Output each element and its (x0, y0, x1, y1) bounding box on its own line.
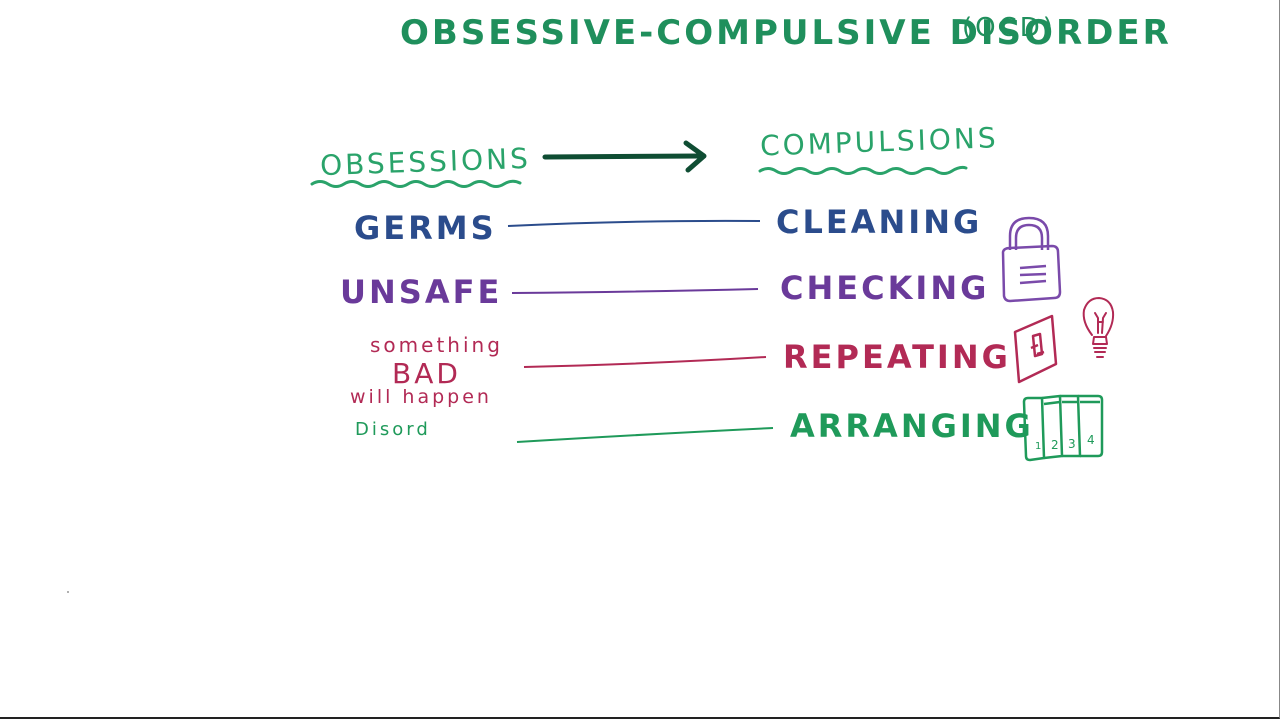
connector-line-disord (516, 427, 774, 443)
arrow-right-icon (542, 140, 707, 173)
light-switch-icon (1013, 314, 1058, 384)
obsession-germs: GERMS (354, 209, 497, 247)
compulsions-underline (758, 165, 968, 175)
file-folders-icon (1022, 394, 1104, 462)
connector-line-germs (507, 219, 761, 227)
obsession-disord: Disord (355, 419, 431, 440)
connector-line-unsafe (511, 288, 759, 294)
obsession-bad: BAD (392, 357, 461, 390)
obsession-unsafe: UNSAFE (340, 273, 502, 311)
light-bulb-icon (1082, 297, 1115, 358)
speck (67, 591, 69, 593)
folder-label-2: 2 (1051, 438, 1059, 452)
compulsions-header: COMPULSIONS (760, 121, 1000, 162)
obsessions-underline (310, 179, 522, 188)
compulsion-repeating: REPEATING (783, 338, 1011, 376)
obsession-something: something (370, 333, 503, 357)
folder-label-4: 4 (1087, 433, 1095, 447)
obsession-will-happen: will happen (350, 386, 492, 408)
compulsion-arranging: ARRANGING (790, 407, 1034, 445)
obsessions-header: OBSESSIONS (320, 142, 532, 182)
diagram-title: OBSESSIVE-COMPULSIVE DISORDER (400, 13, 1172, 53)
folder-label-3: 3 (1068, 437, 1076, 451)
compulsion-checking: CHECKING (780, 269, 989, 307)
padlock-icon (1001, 216, 1062, 303)
diagram-title-abbr: (OCD) (962, 13, 1056, 43)
folder-label-1: 1 (1035, 441, 1041, 452)
connector-line-bad (523, 356, 767, 368)
compulsion-cleaning: CLEANING (776, 203, 982, 241)
